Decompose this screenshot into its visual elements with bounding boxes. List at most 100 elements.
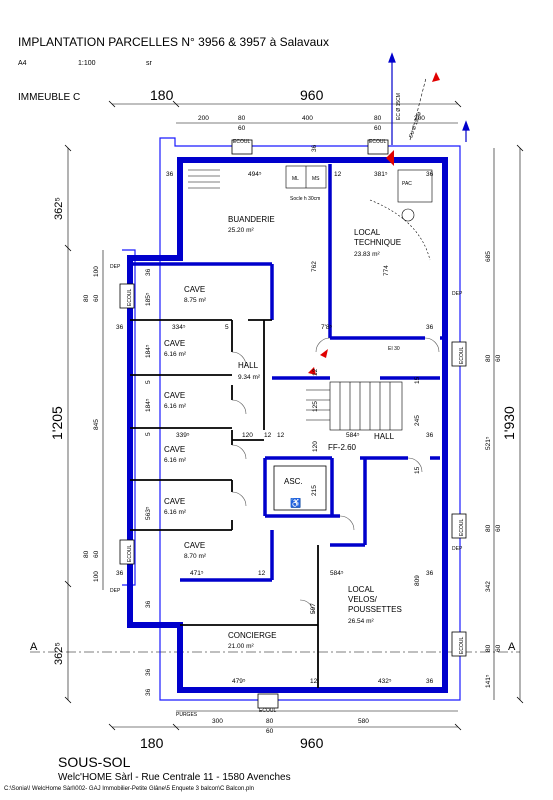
dim-top-960: 960 <box>300 87 324 103</box>
dim-5a: 5 <box>225 324 229 331</box>
dim-right-60c: 60 <box>495 644 502 652</box>
dim-762: 762 <box>311 261 318 272</box>
dim-36-extra: 36 <box>145 688 152 696</box>
dim-right-1930: 1'930 <box>501 406 517 440</box>
dep-label-1: DEP <box>110 264 121 270</box>
dim-339: 339⁵ <box>176 432 190 439</box>
dim-184b: 184⁵ <box>145 398 152 412</box>
room-cave3-name: CAVE <box>164 391 185 400</box>
dim-left-845: 845 <box>93 419 100 430</box>
dim-381: 381⁵ <box>374 171 388 178</box>
building-label: IMMEUBLE C <box>18 92 81 103</box>
dim-right-521: 521⁵ <box>485 436 492 450</box>
ml-label: ML <box>292 176 299 182</box>
dim-36-r3: 36 <box>426 570 434 577</box>
section-a-left: A <box>30 641 38 653</box>
dim-125: 125 <box>312 401 319 412</box>
dim-245: 245 <box>414 415 421 426</box>
technical-equipment <box>285 165 433 261</box>
dim-36-l4: 36 <box>145 600 152 608</box>
dim-top-80b: 80 <box>374 115 382 122</box>
room-velos-area: 26.54 m² <box>348 618 374 625</box>
eu-pipe-label: EU Ø 15CM <box>408 111 423 138</box>
room-asc-name: ASC. <box>284 477 303 486</box>
cave-partitions <box>130 319 319 688</box>
section-a-right: A <box>508 641 516 653</box>
dim-432: 432⁵ <box>378 678 392 685</box>
dim-120a: 120 <box>242 432 253 439</box>
dim-185: 185⁵ <box>145 292 152 306</box>
dim-right-60b: 60 <box>495 524 502 532</box>
dim-top-60b: 60 <box>374 125 382 132</box>
dim-left-100a: 100 <box>93 266 100 277</box>
drain-line <box>409 77 427 141</box>
dim-809: 809 <box>414 575 421 586</box>
dim-494: 494⁵ <box>248 171 262 178</box>
room-technique-name2: TECHNIQUE <box>354 238 401 247</box>
ecoul-boxes <box>119 139 467 709</box>
room-cave2-name: CAVE <box>164 339 185 348</box>
dim-12-bm: 12 <box>310 678 318 685</box>
purges-label: PURGES <box>176 712 198 718</box>
room-cave3-area: 6.16 m² <box>164 403 187 410</box>
dep-label-4: DEP <box>452 546 463 552</box>
dim-bot-580: 580 <box>358 718 369 725</box>
room-cave5-area: 6.16 m² <box>164 509 187 516</box>
dim-36-r2: 36 <box>426 432 434 439</box>
dim-top-60a: 60 <box>238 125 246 132</box>
room-cave6-area: 8.70 m² <box>184 553 207 560</box>
dim-12b: 12 <box>277 432 285 439</box>
dim-left-100b: 100 <box>93 571 100 582</box>
room-cave6-name: CAVE <box>184 541 205 550</box>
stairs <box>188 169 403 431</box>
room-technique-area: 23.83 m² <box>354 251 380 258</box>
dep-label-3: DEP <box>452 291 463 297</box>
socle-label: Socle h 30cm <box>290 196 320 202</box>
dim-left-80b: 80 <box>83 550 90 558</box>
dim-bot-80: 80 <box>266 718 274 725</box>
dim-36-tm: 36 <box>311 144 318 152</box>
ei30-label: EI 30 <box>388 346 400 352</box>
dim-12c: 12 <box>258 570 266 577</box>
dim-left-60a: 60 <box>93 294 100 302</box>
paper-format: A4 <box>18 60 27 67</box>
dim-12-t: 12 <box>334 171 342 178</box>
dim-786: 7'8⁵ <box>321 324 332 331</box>
dim-top-400: 400 <box>302 115 313 122</box>
dim-left-80a: 80 <box>83 294 90 302</box>
dim-right-80b: 80 <box>485 524 492 532</box>
room-buanderie-name: BUANDERIE <box>228 215 275 224</box>
dim-left-1205: 1'205 <box>49 406 65 440</box>
room-cave1-area: 8.75 m² <box>184 297 207 304</box>
room-cave1-name: CAVE <box>184 285 205 294</box>
dim-471: 471⁵ <box>190 570 204 577</box>
dim-right-80c: 80 <box>485 644 492 652</box>
ecoul-label-3: ECOUL <box>127 289 133 306</box>
wheelchair-icon: ♿ <box>290 497 301 508</box>
interior-walls <box>130 164 445 690</box>
dim-5b: 5 <box>145 380 152 384</box>
ms-label: MS <box>312 176 320 182</box>
dim-36-l3: 36 <box>116 570 124 577</box>
dim-15a: 15 <box>414 376 421 384</box>
drawing-scale: 1:100 <box>78 60 96 67</box>
dim-top-200a: 200 <box>198 115 209 122</box>
dim-bot-300: 300 <box>212 718 223 725</box>
drawing-title: IMPLANTATION PARCELLES N° 3956 & 3957 à … <box>18 35 329 49</box>
room-asc-dim: 215 <box>311 485 318 496</box>
ec-pipe-label: EC Ø 15CM <box>396 93 402 120</box>
pac-label: PAC <box>402 181 412 187</box>
room-cave5-name: CAVE <box>164 497 185 506</box>
room-technique-name1: LOCAL <box>354 228 381 237</box>
ecoul-label-1: ECOUL <box>233 139 250 145</box>
dim-12a: 12 <box>264 432 272 439</box>
ecoul-label-6: ECOUL <box>459 519 465 536</box>
dim-597: 597 <box>310 603 317 614</box>
dim-36-tr: 36 <box>426 171 434 178</box>
company-info: Welc'HOME Sàrl - Rue Centrale 11 - 1580 … <box>58 772 291 783</box>
room-hall-small-name: HALL <box>238 361 259 370</box>
red-markers <box>308 72 440 375</box>
room-hall-name: HALL <box>374 432 395 441</box>
dim-563: 563⁵ <box>145 506 152 520</box>
dim-right-60a: 60 <box>495 354 502 362</box>
